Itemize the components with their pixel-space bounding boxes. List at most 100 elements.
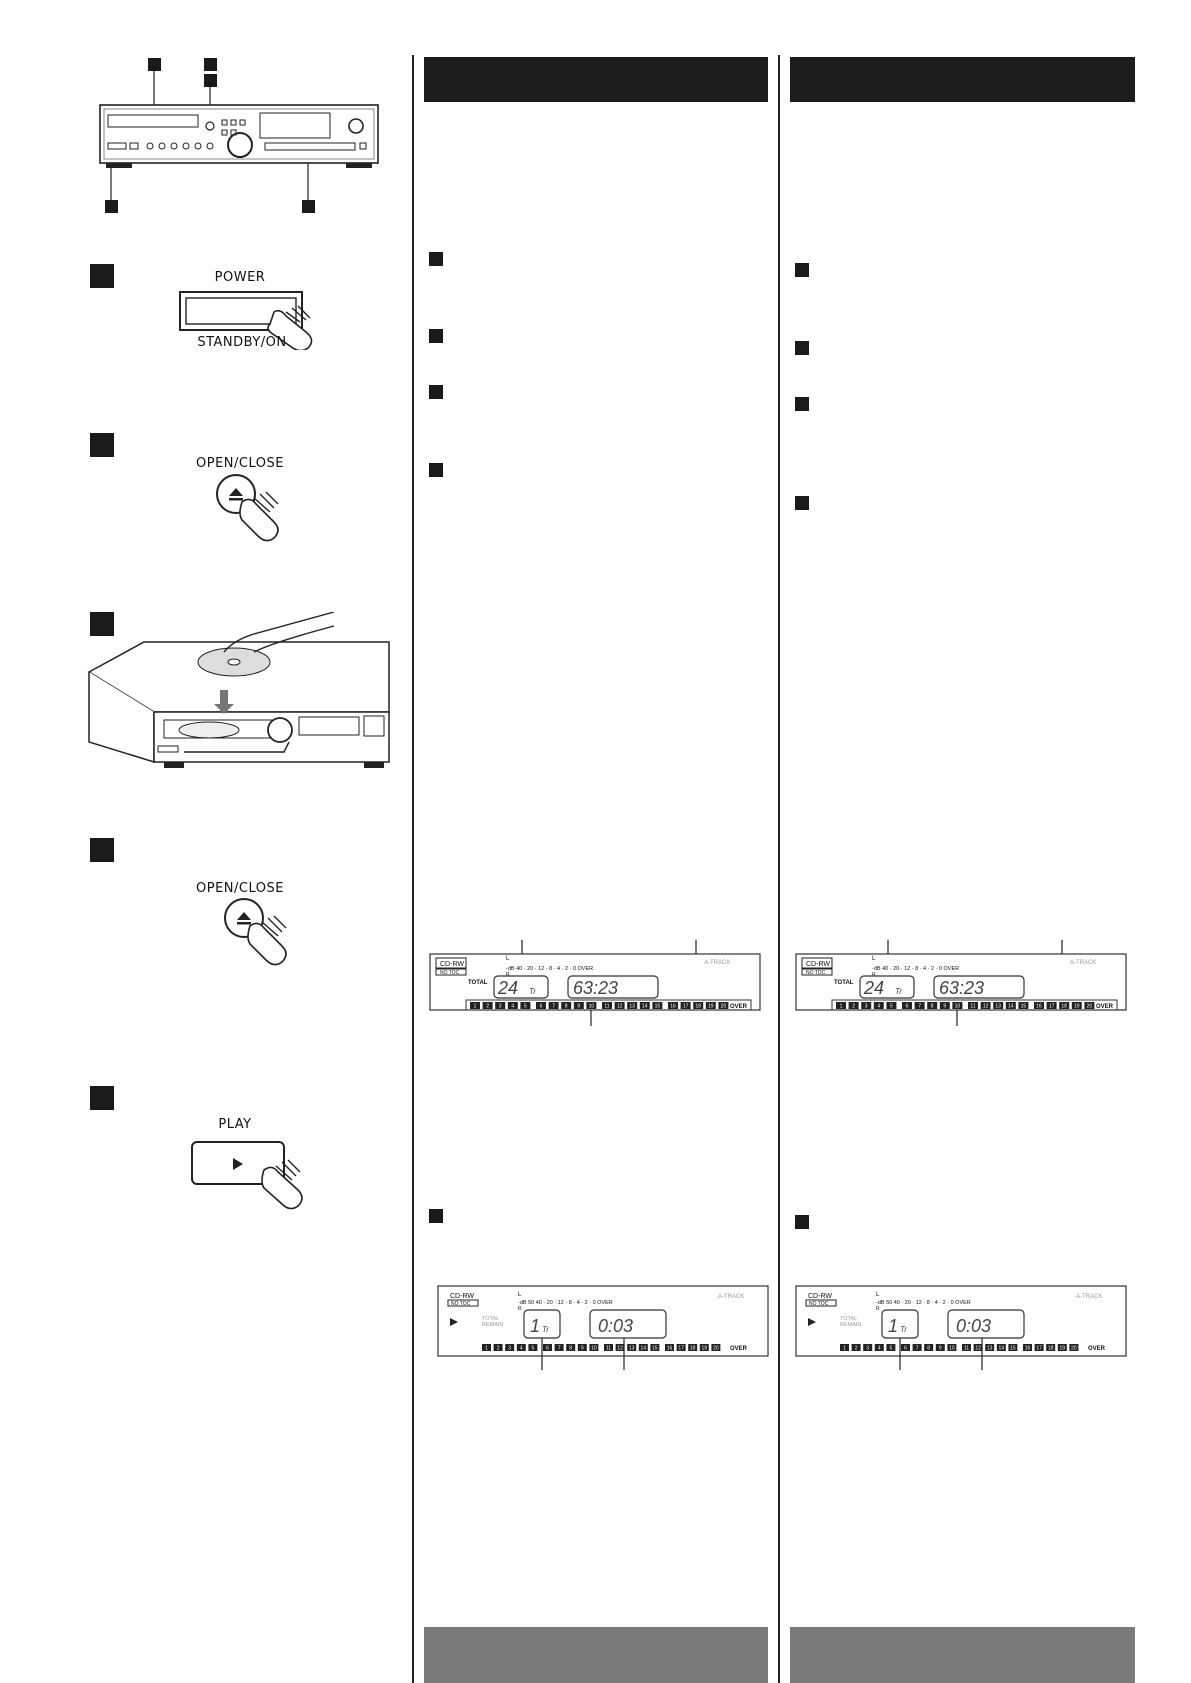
open-close-label-1: OPEN/CLOSE [196,456,284,471]
footer-bar-right [790,1627,1135,1683]
svg-text:NO TOC: NO TOC [440,970,460,976]
track-box [863,1344,873,1351]
track-number: 8 [931,1004,934,1010]
track-box [650,1344,660,1351]
svg-text:Tr: Tr [900,1325,907,1334]
track-number: 19 [1060,1346,1066,1352]
bullet-right-3 [795,397,809,411]
track-number: 1 [485,1346,488,1352]
track-number: 13 [995,1004,1001,1010]
play-button[interactable] [190,1140,330,1215]
svg-text:OVER: OVER [730,1346,748,1352]
bullet-right-4 [795,496,809,510]
svg-text:NO TOC: NO TOC [806,970,826,976]
track-number: 12 [983,1004,989,1010]
svg-text:CD-RW: CD-RW [440,961,464,968]
track-number: 15 [1010,1346,1016,1352]
track-number: 9 [939,1346,942,1352]
track-box [947,1344,957,1351]
track-number: 12 [617,1346,623,1352]
svg-text:A-TRACK: A-TRACK [1070,960,1096,966]
track-box [680,1002,691,1009]
track-number: 1 [474,1004,477,1010]
track-number: 20 [1071,1346,1077,1352]
track-box [1069,1344,1079,1351]
front-panel-diagram [90,55,390,215]
track-number: 10 [589,1004,595,1010]
track-box [627,1002,638,1009]
lcd-display-play-mid: CD-RW NO TOC L -dB 50 40 · 20 · 12 · 8 ·… [436,1284,770,1370]
svg-text:OVER: OVER [1096,1004,1114,1010]
track-box [718,1002,729,1009]
track-number: 17 [1036,1346,1042,1352]
power-button[interactable] [178,290,338,350]
track-box [1046,1344,1056,1351]
svg-text:L: L [872,956,876,962]
open-close-button-2[interactable] [222,898,322,968]
track-number: 5 [890,1004,893,1010]
track-number: 2 [852,1004,855,1010]
track-number: 8 [565,1004,568,1010]
footer-bar-left [424,1627,768,1683]
svg-text:63:23: 63:23 [573,978,618,998]
track-number: 11 [606,1346,611,1352]
track-number: 10 [955,1004,961,1010]
track-number: 9 [577,1004,580,1010]
track-box [602,1002,612,1009]
step-3-marker [90,612,114,636]
track-box [1023,1344,1032,1351]
svg-text:L: L [506,956,510,962]
track-box [927,1002,938,1009]
track-box [1059,1002,1070,1009]
track-number: 11 [964,1346,969,1352]
play-label: PLAY [218,1117,252,1132]
bullet-mid-1 [429,252,443,266]
track-number: 10 [949,1346,955,1352]
svg-text:NO TOC: NO TOC [809,1301,829,1307]
track-number: 11 [970,1004,975,1010]
track-number: 5 [532,1346,535,1352]
svg-text:A-TRACK: A-TRACK [704,960,730,966]
track-box [962,1344,971,1351]
track-box [924,1344,934,1351]
bullet-mid-4 [429,463,443,477]
step-5-marker [90,1086,114,1110]
track-number: 4 [878,1346,881,1352]
track-number: 18 [690,1346,696,1352]
track-box [520,1002,531,1009]
svg-text:CD-RW: CD-RW [808,1293,832,1300]
track-number: 18 [695,1004,701,1010]
track-box [848,1002,859,1009]
step-4-marker [90,838,114,862]
track-box [470,1002,480,1009]
bullet-right-2 [795,341,809,355]
track-box [939,1002,950,1009]
track-number: 3 [866,1346,869,1352]
track-box [1057,1344,1067,1351]
track-number: 15 [655,1004,661,1010]
track-number: 6 [546,1346,549,1352]
svg-text:A-TRACK: A-TRACK [718,1294,744,1300]
track-number: 13 [629,1346,635,1352]
track-box [548,1002,559,1009]
track-box [566,1344,576,1351]
track-box [705,1002,716,1009]
track-box [861,1002,872,1009]
track-box [482,1002,493,1009]
track-box [1046,1002,1057,1009]
bullet-right-5 [795,1215,809,1229]
track-box [914,1002,925,1009]
open-close-button-1[interactable] [212,474,312,544]
track-box [1071,1002,1082,1009]
svg-text:OVER: OVER [1088,1346,1106,1352]
track-box [973,1344,983,1351]
svg-text:-dB 40 · 20 · 12 · 8 · 4 · 2: -dB 40 · 20 · 12 · 8 · 4 · 2 · 0 OVER [872,966,959,972]
track-number: 16 [667,1346,673,1352]
track-box [1084,1002,1095,1009]
track-box [507,1002,518,1009]
track-number: 6 [904,1346,907,1352]
track-number: 18 [1061,1004,1067,1010]
track-box [604,1344,613,1351]
track-number: 3 [865,1004,868,1010]
disc-loading-illustration [84,612,394,772]
